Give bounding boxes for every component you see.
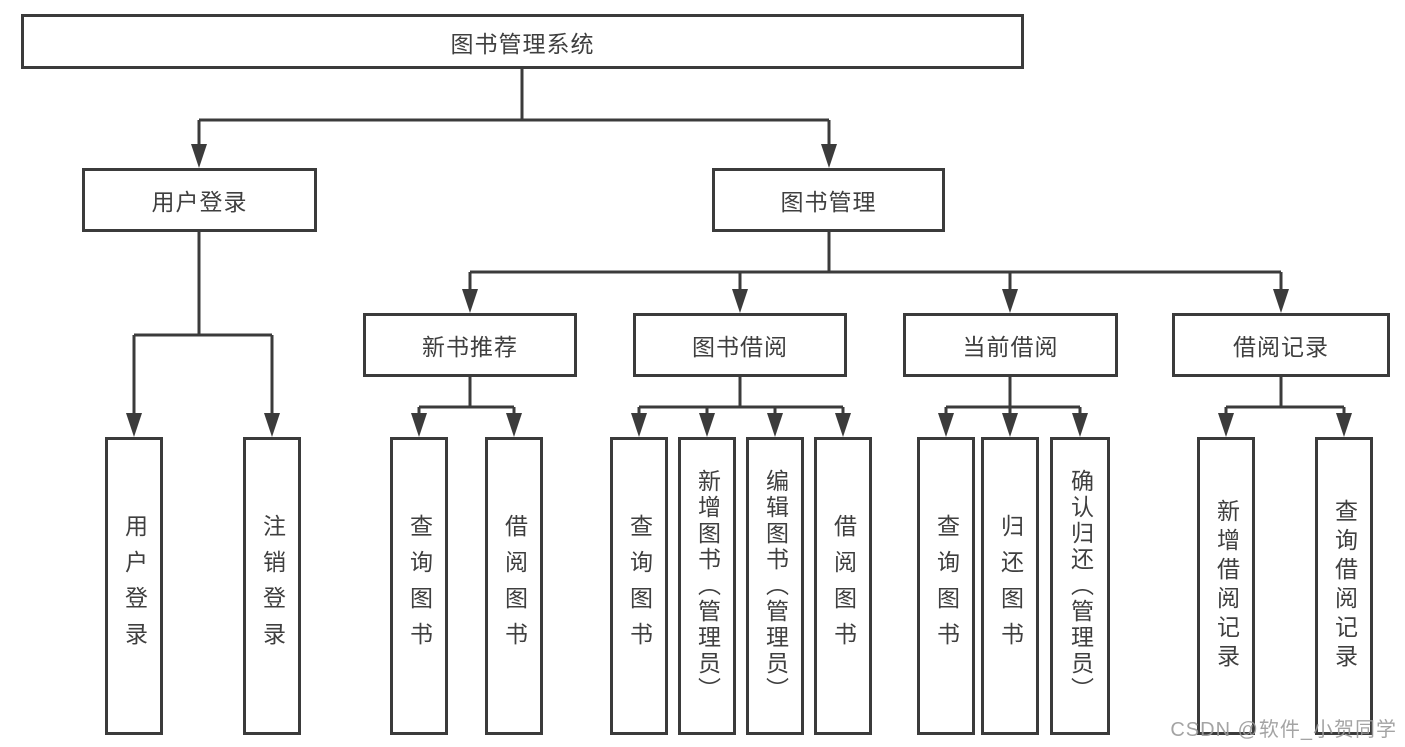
arrow-down-icon [1002,413,1018,437]
leaf-label: 借阅图书 [830,514,857,658]
leaf-label: 新增图书（管理员） [694,469,721,703]
leaf-add-books-admin: 新增图书（管理员） [678,437,736,735]
leaf-query-books-1: 查询图书 [390,437,448,735]
leaf-label: 借阅图书 [501,514,528,658]
connector-current-borrow-to-leaves [938,377,1088,437]
leaf-label: 查询图书 [626,514,653,658]
connector-borrow-records-to-leaves [1218,377,1352,437]
arrow-down-icon [1072,413,1088,437]
leaf-label: 注销登录 [259,514,286,658]
leaf-label: 归还图书 [997,514,1024,658]
node-new-book-recommend: 新书推荐 [363,313,577,377]
node-current-borrow: 当前借阅 [903,313,1118,377]
leaf-add-borrow-record: 新增借阅记录 [1197,437,1255,735]
leaf-borrow-books-1: 借阅图书 [485,437,543,735]
arrow-down-icon [411,413,427,437]
node-label: 新书推荐 [422,334,518,360]
leaf-label: 查询图书 [933,514,960,658]
arrow-down-icon [631,413,647,437]
arrow-down-icon [835,413,851,437]
node-label: 图书借阅 [692,334,788,360]
arrow-down-icon [1218,413,1234,437]
node-label: 借阅记录 [1233,334,1329,360]
leaf-label: 编辑图书（管理员） [762,469,789,703]
leaf-query-books-2: 查询图书 [610,437,668,735]
leaf-logout: 注销登录 [243,437,301,735]
connector-root-to-level2 [191,69,837,168]
connector-book-mgmt-to-level3 [462,232,1289,313]
node-label: 图书管理系统 [450,30,595,57]
arrow-down-icon [821,144,837,168]
arrow-down-icon [767,413,783,437]
leaf-query-borrow-record: 查询借阅记录 [1315,437,1373,735]
node-label: 当前借阅 [962,334,1059,360]
arrow-down-icon [699,413,715,437]
node-label: 图书管理 [780,189,877,215]
arrow-down-icon [126,413,142,437]
watermark: CSDN @软件_小贺同学 [1170,719,1397,741]
arrow-down-icon [1336,413,1352,437]
connector-new-book-to-leaves [411,377,522,437]
leaf-user-login: 用户登录 [105,437,163,735]
node-label: 用户登录 [151,189,248,215]
arrow-down-icon [462,289,478,313]
leaf-query-books-3: 查询图书 [917,437,975,735]
arrow-down-icon [191,144,207,168]
leaf-edit-books-admin: 编辑图书（管理员） [746,437,804,735]
node-system-root: 图书管理系统 [21,14,1024,69]
arrow-down-icon [1273,289,1289,313]
leaf-label: 新增借阅记录 [1213,499,1240,673]
arrow-down-icon [732,289,748,313]
leaf-label: 确认归还（管理员） [1067,469,1094,703]
leaf-label: 用户登录 [121,514,148,658]
arrow-down-icon [938,413,954,437]
leaf-label: 查询图书 [406,514,433,658]
arrow-down-icon [506,413,522,437]
node-borrow-records: 借阅记录 [1172,313,1390,377]
node-book-management: 图书管理 [712,168,945,232]
arrow-down-icon [1002,289,1018,313]
arrow-down-icon [264,413,280,437]
leaf-confirm-return-admin: 确认归还（管理员） [1050,437,1110,735]
node-user-login: 用户登录 [82,168,317,232]
node-book-borrow: 图书借阅 [633,313,847,377]
connector-user-login-to-leaves [126,232,280,437]
leaf-label: 查询借阅记录 [1331,499,1358,673]
leaf-return-books: 归还图书 [981,437,1039,735]
leaf-borrow-books-2: 借阅图书 [814,437,872,735]
connector-book-borrow-to-leaves [631,377,851,437]
